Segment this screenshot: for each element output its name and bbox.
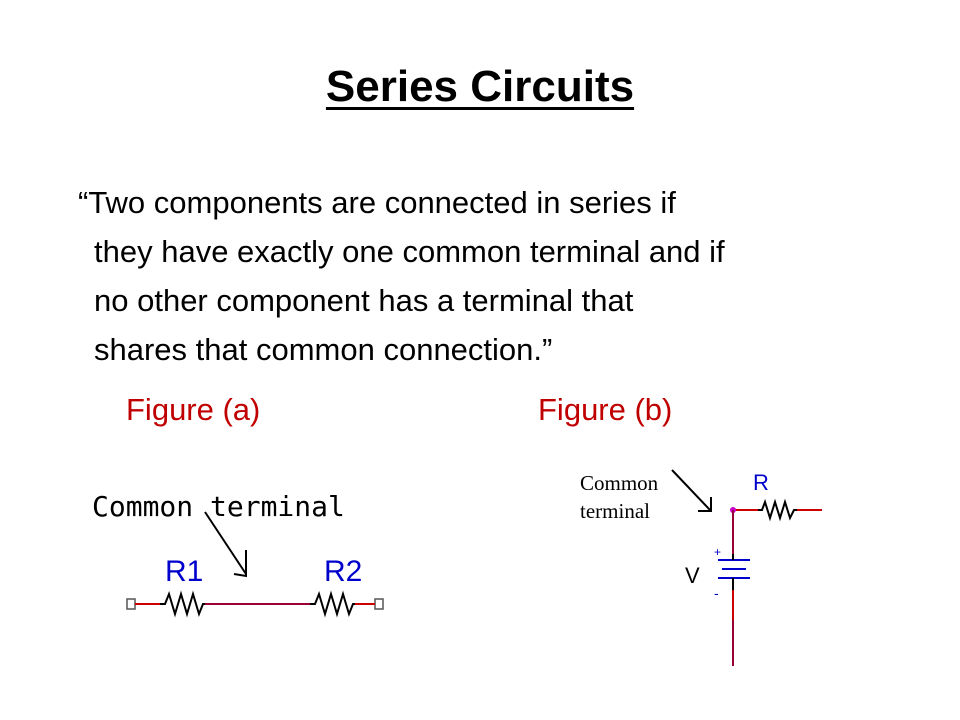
r-resistor-symbol <box>758 498 797 522</box>
figure-b-diagram: Common terminal R V + - <box>580 469 822 666</box>
figure-b-arrowhead <box>698 497 712 512</box>
quote-line-1: “Two components are connected in series … <box>78 185 676 220</box>
figure-b-callout-arrow <box>671 469 711 511</box>
quote-line-2: they have exactly one common terminal an… <box>94 234 725 269</box>
minus-sign: - <box>714 585 719 601</box>
right-terminal <box>374 598 384 610</box>
v-label: V <box>685 563 700 588</box>
r2-resistor-symbol <box>310 590 355 618</box>
plus-sign: + <box>714 545 721 559</box>
figure-a-arrowhead <box>233 550 247 578</box>
figure-a-callout: Common terminal <box>92 490 345 523</box>
left-terminal <box>126 598 136 610</box>
r1-label: R1 <box>165 555 203 588</box>
figure-b-callout-line-2: terminal <box>580 499 650 523</box>
definition-quote: “Two components are connected in series … <box>78 178 928 374</box>
r-label: R <box>753 470 769 495</box>
figure-b-callout-line-1: Common <box>580 471 659 495</box>
figure-a-label: Figure (a) <box>126 392 261 427</box>
figure-a-diagram: Common terminal R1 R2 <box>92 490 384 618</box>
r2-label: R2 <box>324 555 362 588</box>
slide-title: Series Circuits <box>325 62 635 111</box>
quote-line-4: shares that common connection.” <box>94 332 553 367</box>
figure-a-callout-arrow <box>204 511 247 575</box>
quote-line-3: no other component has a terminal that <box>94 283 634 318</box>
figure-b-label: Figure (b) <box>538 392 673 427</box>
r1-resistor-symbol <box>160 590 205 618</box>
